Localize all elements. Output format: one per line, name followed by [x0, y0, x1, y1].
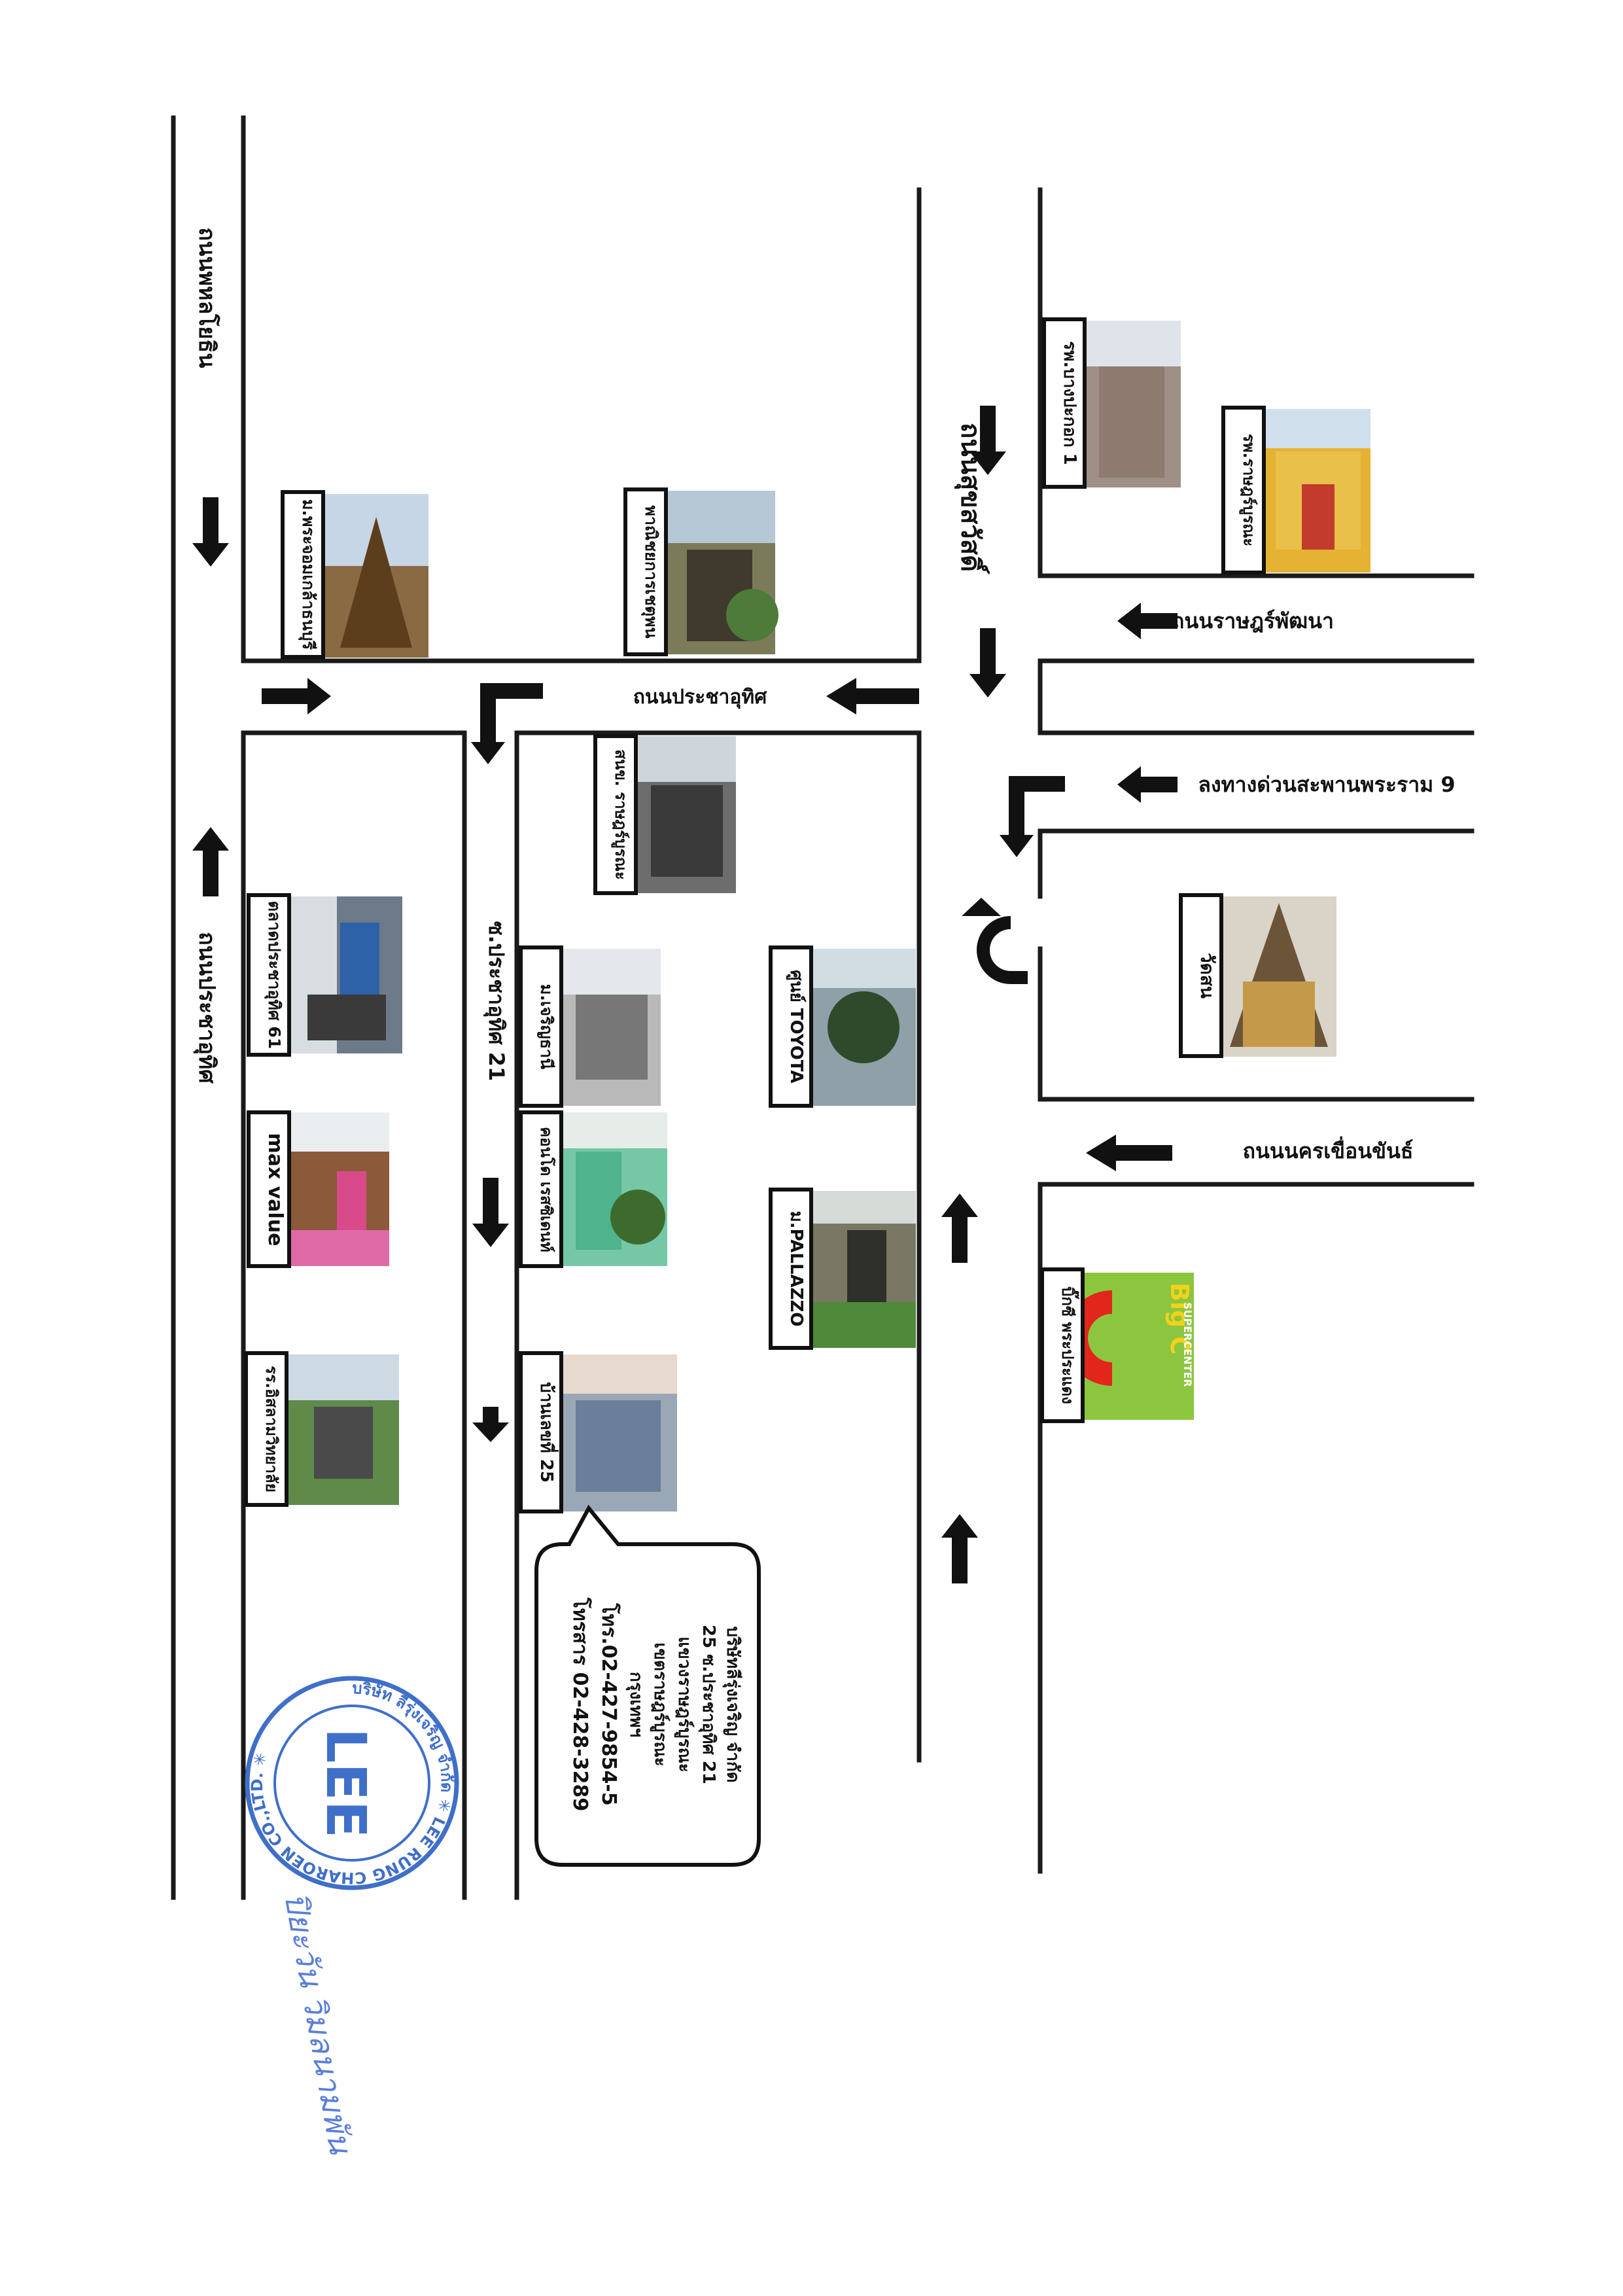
road-labels: ถนนพหลโยธิน ถนนประชาอุทิศ ซ.ประชาอุทิศ 2…: [193, 228, 1456, 1163]
arrow-up-icon: [941, 1193, 978, 1263]
svg-text:บิ๊กซี พระประแดง: บิ๊กซี พระประแดง: [1058, 1286, 1080, 1404]
landmark-pracha-school: พาณิชยการเชตุพน: [623, 487, 778, 656]
arrow-right-icon: [262, 678, 331, 715]
arrow-right-icon: [472, 1407, 509, 1442]
svg-text:max value: max value: [264, 1133, 287, 1246]
address-phone: โทร.02-427-9854-5: [597, 1602, 621, 1806]
svg-text:สนข. ราษฎร์บูรณะ: สนข. ราษฎร์บูรณะ: [611, 749, 630, 879]
stamp-logo: LEE: [314, 1728, 378, 1838]
svg-text:ปิยะวัน วิมลนามพัน: ปิยะวัน วิมลนามพัน: [277, 1890, 358, 2157]
arrow-left-icon: [1117, 766, 1178, 803]
arrow-left-icon: [1086, 1135, 1172, 1171]
turn-arrow-icon: [1000, 776, 1065, 857]
svg-text:ศูนย์ TOYOTA: ศูนย์ TOYOTA: [786, 970, 807, 1083]
arrow-up-icon: [192, 827, 229, 896]
landmark-toyota: ศูนย์ TOYOTA: [769, 945, 916, 1108]
arrow-down-icon: [969, 628, 1006, 698]
signature: ปิยะวัน วิมลนามพัน: [277, 1890, 358, 2157]
landmark-hosp-ratburana: รพ.ราษฎร์บูรณะ: [1221, 406, 1370, 574]
address-fax: โทรสาร 02-428-3289: [568, 1597, 593, 1811]
landmark-wat: วัดสน: [1179, 893, 1336, 1058]
road-label-nakhon: ถนนนครเขื่อนขันธ์: [1243, 1136, 1414, 1163]
svg-text:วัดสน: วัดสน: [1196, 953, 1218, 998]
landmark-school-islam: รร.อิสลามวิทยาลัย: [244, 1351, 399, 1507]
address-line-2: 25 ซ.ประชาอุทิศ 21: [698, 1625, 718, 1784]
address-callout: บริษัทลีรุ่งเจริญ จำกัด 25 ซ.ประชาอุทิศ …: [534, 1504, 761, 1867]
arrow-down-icon: [472, 1178, 509, 1247]
company-stamp: บริษัท ลีรุ่งเจริญ จำกัด ✳ LEE RUNG CHAR…: [245, 1676, 459, 1890]
address-line-4: เขตราษฎร์บูรณะ: [650, 1642, 671, 1766]
svg-text:รพ.บางปะกอก 1: รพ.บางปะกอก 1: [1060, 341, 1079, 465]
direction-arrows: [192, 406, 1178, 1583]
road-label-pracharat: ถนนประชาอุทิศ: [193, 932, 220, 1084]
road-label-suk-sawat: ถนนสุขสวัสดิ์: [954, 423, 990, 574]
road-label-soi21: ซ.ประชาอุทิศ 21: [483, 921, 509, 1082]
arrow-left-icon: [1117, 603, 1178, 639]
svg-text:คอนโด เรสซิเดนท์: คอนโด เรสซิเดนท์: [537, 1127, 556, 1252]
landmark-district-office: สนข. ราษฎร์บูรณะ: [593, 734, 736, 895]
arrow-left-icon: [826, 678, 919, 715]
landmark-condo: คอนโด เรสซิเดนท์: [519, 1110, 667, 1268]
address-line-1: บริษัทลีรุ่งเจริญ จำกัด: [722, 1626, 742, 1782]
arrow-down-icon: [192, 497, 229, 567]
road-label-rat-bu-ra: ถนนราษฎร์พัฒนา: [1172, 609, 1334, 633]
svg-text:พาณิชยการเชตุพน: พาณิชยการเชตุพน: [640, 505, 661, 638]
bigc-sub: SUPERCENTER: [1181, 1302, 1194, 1387]
turn-arrow-icon: [471, 683, 543, 764]
landmark-hosp-bangpakok: รพ.บางปะกอก 1: [1042, 317, 1181, 489]
arrow-down-icon: [969, 406, 1006, 475]
svg-text:รร.อิสลามวิทยาลัย: รร.อิสลามวิทยาลัย: [262, 1366, 281, 1492]
address-line-5: กรุงเทพฯ: [625, 1672, 646, 1737]
landmark-pallazzo: ม.PALLAZZO: [769, 1188, 916, 1350]
bigc-logo: Big C: [1165, 1282, 1194, 1354]
landmark-max-value: max value: [247, 1110, 389, 1268]
landmark-bigc: Big C SUPERCENTER บิ๊กซี พระประแดง: [1040, 1267, 1194, 1423]
svg-text:บ้านเลขที่ 25: บ้านเลขที่ 25: [536, 1382, 559, 1483]
landmark-university: ม.พระจอมเกล้าธนบุรี: [281, 490, 428, 659]
svg-text:ม.เจริญธานี: ม.เจริญธานี: [537, 984, 556, 1069]
landmarks: ม.พระจอมเกล้าธนบุรี พาณิชยการเชตุพน สนข.…: [244, 317, 1370, 1513]
road-label-phahon: ถนนพหลโยธิน: [194, 228, 220, 368]
arrow-up-icon: [941, 1514, 978, 1583]
landmark-village-charoen: ม.เจริญธานี: [519, 945, 661, 1108]
landmark-market: ตลาดประชาอุทิศ 61: [247, 893, 402, 1057]
road-label-pracha-uthit-top: ถนนประชาอุทิศ: [633, 686, 767, 709]
landmark-house-25: บ้านเลขที่ 25: [519, 1351, 677, 1513]
svg-text:ตลาดประชาอุทิศ 61: ตลาดประชาอุทิศ 61: [264, 901, 284, 1049]
svg-text:รพ.ราษฎร์บูรณะ: รพ.ราษฎร์บูรณะ: [1239, 434, 1258, 546]
road-label-rama9-exit: ลงทางด่วนสะพานพระราม 9: [1198, 772, 1455, 797]
u-turn-arrow-icon: [977, 916, 1028, 984]
svg-text:ม.PALLAZZO: ม.PALLAZZO: [786, 1211, 806, 1327]
svg-text:ม.พระจอมเกล้าธนบุรี: ม.พระจอมเกล้าธนบุรี: [298, 499, 318, 650]
address-line-3: แขวงราษฎร์บูรณะ: [674, 1636, 695, 1773]
